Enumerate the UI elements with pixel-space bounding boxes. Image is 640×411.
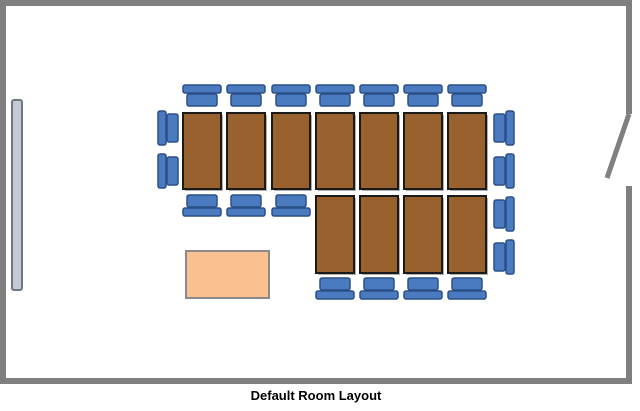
table <box>359 112 399 190</box>
screen-bar <box>11 99 23 291</box>
chair-seat <box>493 156 506 186</box>
chair-back <box>226 207 266 217</box>
chair-seat <box>166 113 179 143</box>
chair-back <box>403 290 443 300</box>
chair-back <box>157 110 167 146</box>
chair-seat <box>493 113 506 143</box>
table <box>271 112 311 190</box>
chair-seat <box>451 93 483 107</box>
chair-back <box>505 110 515 146</box>
chair-back <box>226 84 266 94</box>
chair-back <box>359 84 399 94</box>
chair-seat <box>230 194 262 208</box>
chair-seat <box>319 93 351 107</box>
chair-seat <box>186 194 218 208</box>
chair-back <box>182 207 222 217</box>
chair-back <box>447 84 487 94</box>
room-walls <box>0 0 632 384</box>
table <box>447 112 487 190</box>
table <box>315 112 355 190</box>
chairs <box>157 84 515 300</box>
wall-outline <box>0 0 632 384</box>
chair-back <box>271 207 311 217</box>
chair-seat <box>275 194 307 208</box>
projection-screen <box>11 99 23 291</box>
chair-seat <box>186 93 218 107</box>
door-panel <box>604 113 632 179</box>
table <box>403 195 443 274</box>
chair-seat <box>166 156 179 186</box>
chair-back <box>447 290 487 300</box>
chair-seat <box>407 93 439 107</box>
conference-tables <box>182 112 488 275</box>
chair-seat <box>407 277 439 291</box>
chair-seat <box>363 93 395 107</box>
chair-back <box>182 84 222 94</box>
door <box>604 113 632 179</box>
chair-seat <box>275 93 307 107</box>
chair-back <box>315 290 355 300</box>
chair-back <box>403 84 443 94</box>
chair-back <box>271 84 311 94</box>
chair-seat <box>493 199 506 229</box>
table <box>226 112 266 190</box>
chair-back <box>315 84 355 94</box>
chair-back <box>157 153 167 189</box>
room-layout-diagram <box>0 0 632 384</box>
chair-seat <box>451 277 483 291</box>
chair-back <box>359 290 399 300</box>
chair-back <box>505 196 515 232</box>
table <box>182 112 222 190</box>
chair-seat <box>319 277 351 291</box>
diagram-caption: Default Room Layout <box>250 388 382 403</box>
table <box>315 195 355 274</box>
chair-seat <box>363 277 395 291</box>
table <box>447 195 487 274</box>
chair-seat <box>493 242 506 272</box>
side-table-top <box>185 250 270 299</box>
side-table <box>185 250 270 299</box>
table <box>359 195 399 274</box>
table <box>403 112 443 190</box>
chair-back <box>505 153 515 189</box>
chair-seat <box>230 93 262 107</box>
chair-back <box>505 239 515 275</box>
